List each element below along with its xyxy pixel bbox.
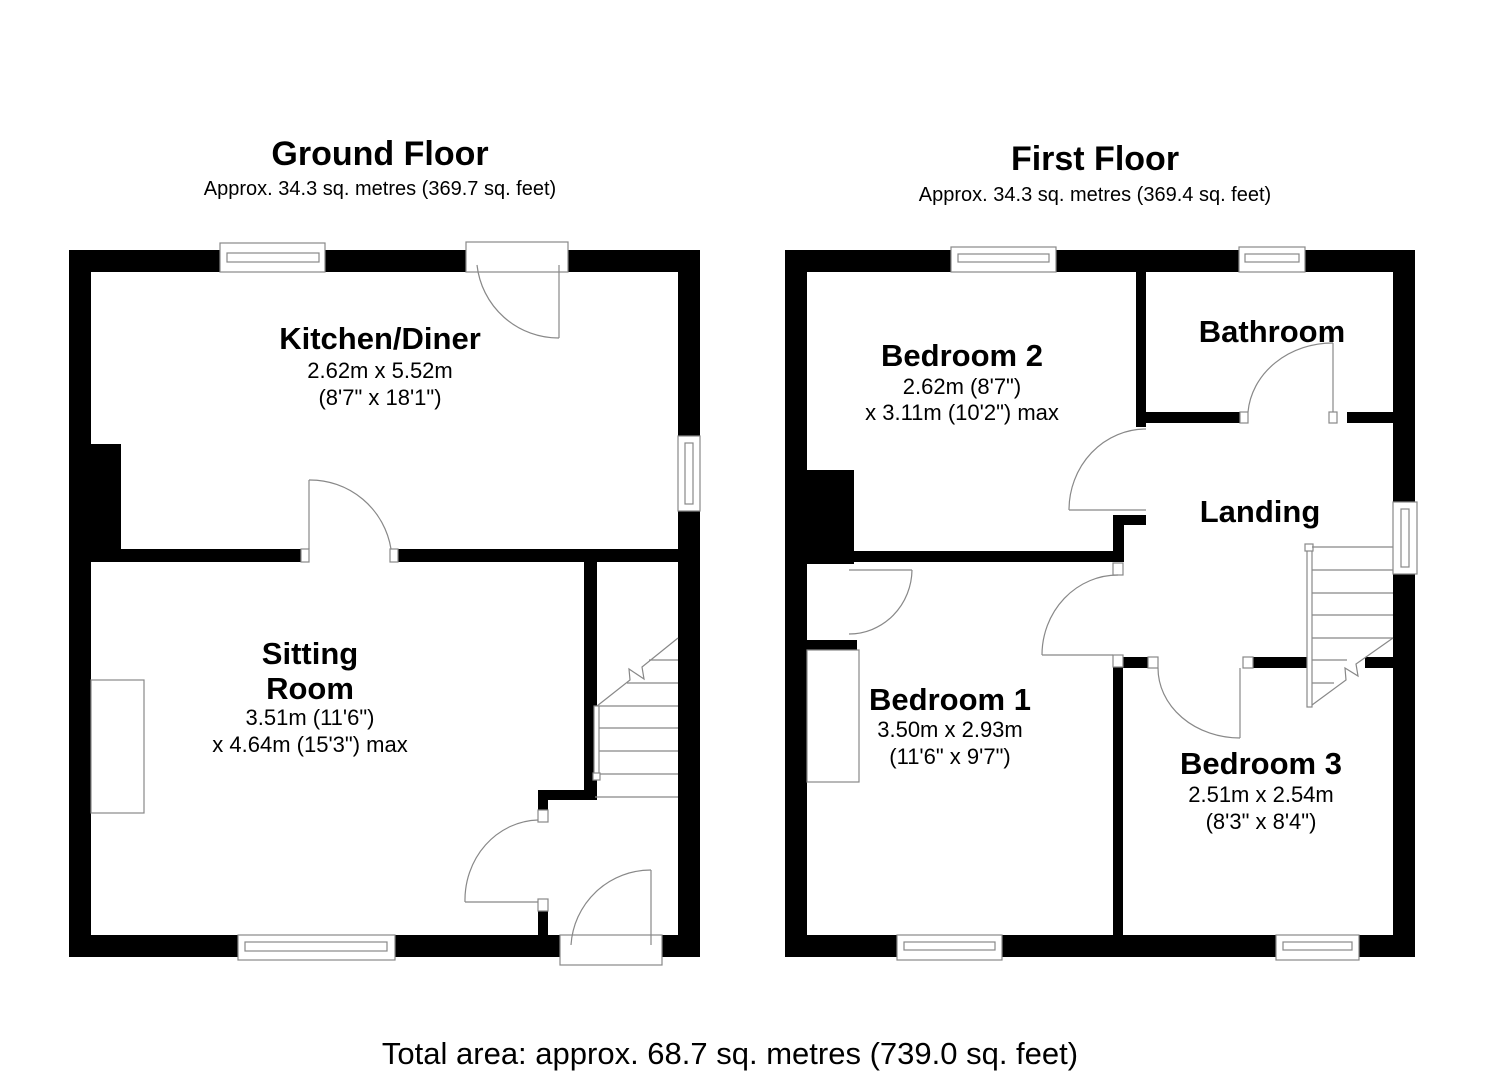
room-name-bedroom-2: Bedroom 2	[881, 338, 1043, 373]
wardrobe	[806, 649, 860, 783]
room-dim-sitting-room-1: 3.51m (11'6")	[245, 705, 375, 730]
room-dim-sitting-room-2: x 4.64m (15'3") max	[212, 732, 408, 757]
window-bathroom	[1238, 246, 1306, 273]
fireplace-hearth	[90, 679, 145, 814]
ground-floor-plan	[69, 241, 701, 966]
room-name-landing: Landing	[1199, 494, 1321, 529]
door-sitting-hall	[464, 809, 549, 912]
stairs-ground	[592, 637, 679, 798]
stairs-first	[1304, 543, 1394, 708]
door-bedroom1	[1041, 562, 1124, 668]
window-bedroom3	[1275, 934, 1360, 961]
total-area: Total area: approx. 68.7 sq. metres (739…	[381, 1036, 1079, 1071]
room-name-bedroom-3: Bedroom 3	[1180, 746, 1342, 781]
window-kitchen-top	[219, 242, 326, 273]
room-dim-kitchen-diner-1: 2.62m x 5.52m	[307, 358, 453, 383]
first-floor-plan	[785, 246, 1418, 961]
window-kitchen-right	[677, 435, 701, 512]
room-dim-bedroom-2-2: x 3.11m (10'2") max	[865, 400, 1059, 425]
room-dim-bedroom-3-2: (8'3" x 8'4")	[1205, 809, 1317, 834]
window-sitting-bottom	[237, 934, 396, 961]
door-kitchen-sitting	[300, 479, 399, 563]
window-bedroom2	[950, 246, 1057, 273]
window-bedroom1	[896, 934, 1003, 961]
room-name-bedroom-1: Bedroom 1	[869, 682, 1031, 717]
first-floor-area: Approx. 34.3 sq. metres (369.4 sq. feet)	[918, 184, 1272, 206]
room-dim-bedroom-3-1: 2.51m x 2.54m	[1188, 782, 1334, 807]
room-name-bathroom: Bathroom	[1198, 314, 1346, 349]
room-dim-bedroom-1-2: (11'6" x 9'7")	[889, 744, 1011, 769]
door-bedroom3	[1147, 656, 1254, 739]
room-name-kitchen-diner: Kitchen/Diner	[279, 321, 481, 356]
window-landing	[1392, 501, 1418, 575]
room-dim-kitchen-diner-2: (8'7" x 18'1")	[318, 385, 442, 410]
room-name-sitting-room: Sitting Room	[261, 636, 359, 706]
door-kitchen-back	[465, 241, 569, 339]
door-bathroom	[1239, 342, 1338, 424]
room-dim-bedroom-1-1: 3.50m x 2.93m	[877, 717, 1023, 742]
ground-floor-area: Approx. 34.3 sq. metres (369.7 sq. feet)	[203, 178, 557, 200]
door-front	[559, 869, 663, 966]
first-floor-title: First Floor	[1010, 140, 1180, 178]
door-bedroom2	[1068, 428, 1147, 511]
ground-floor-title: Ground Floor	[271, 135, 489, 173]
door-cupboard	[848, 569, 913, 635]
room-dim-bedroom-2-1: 2.62m (8'7")	[902, 374, 1022, 399]
